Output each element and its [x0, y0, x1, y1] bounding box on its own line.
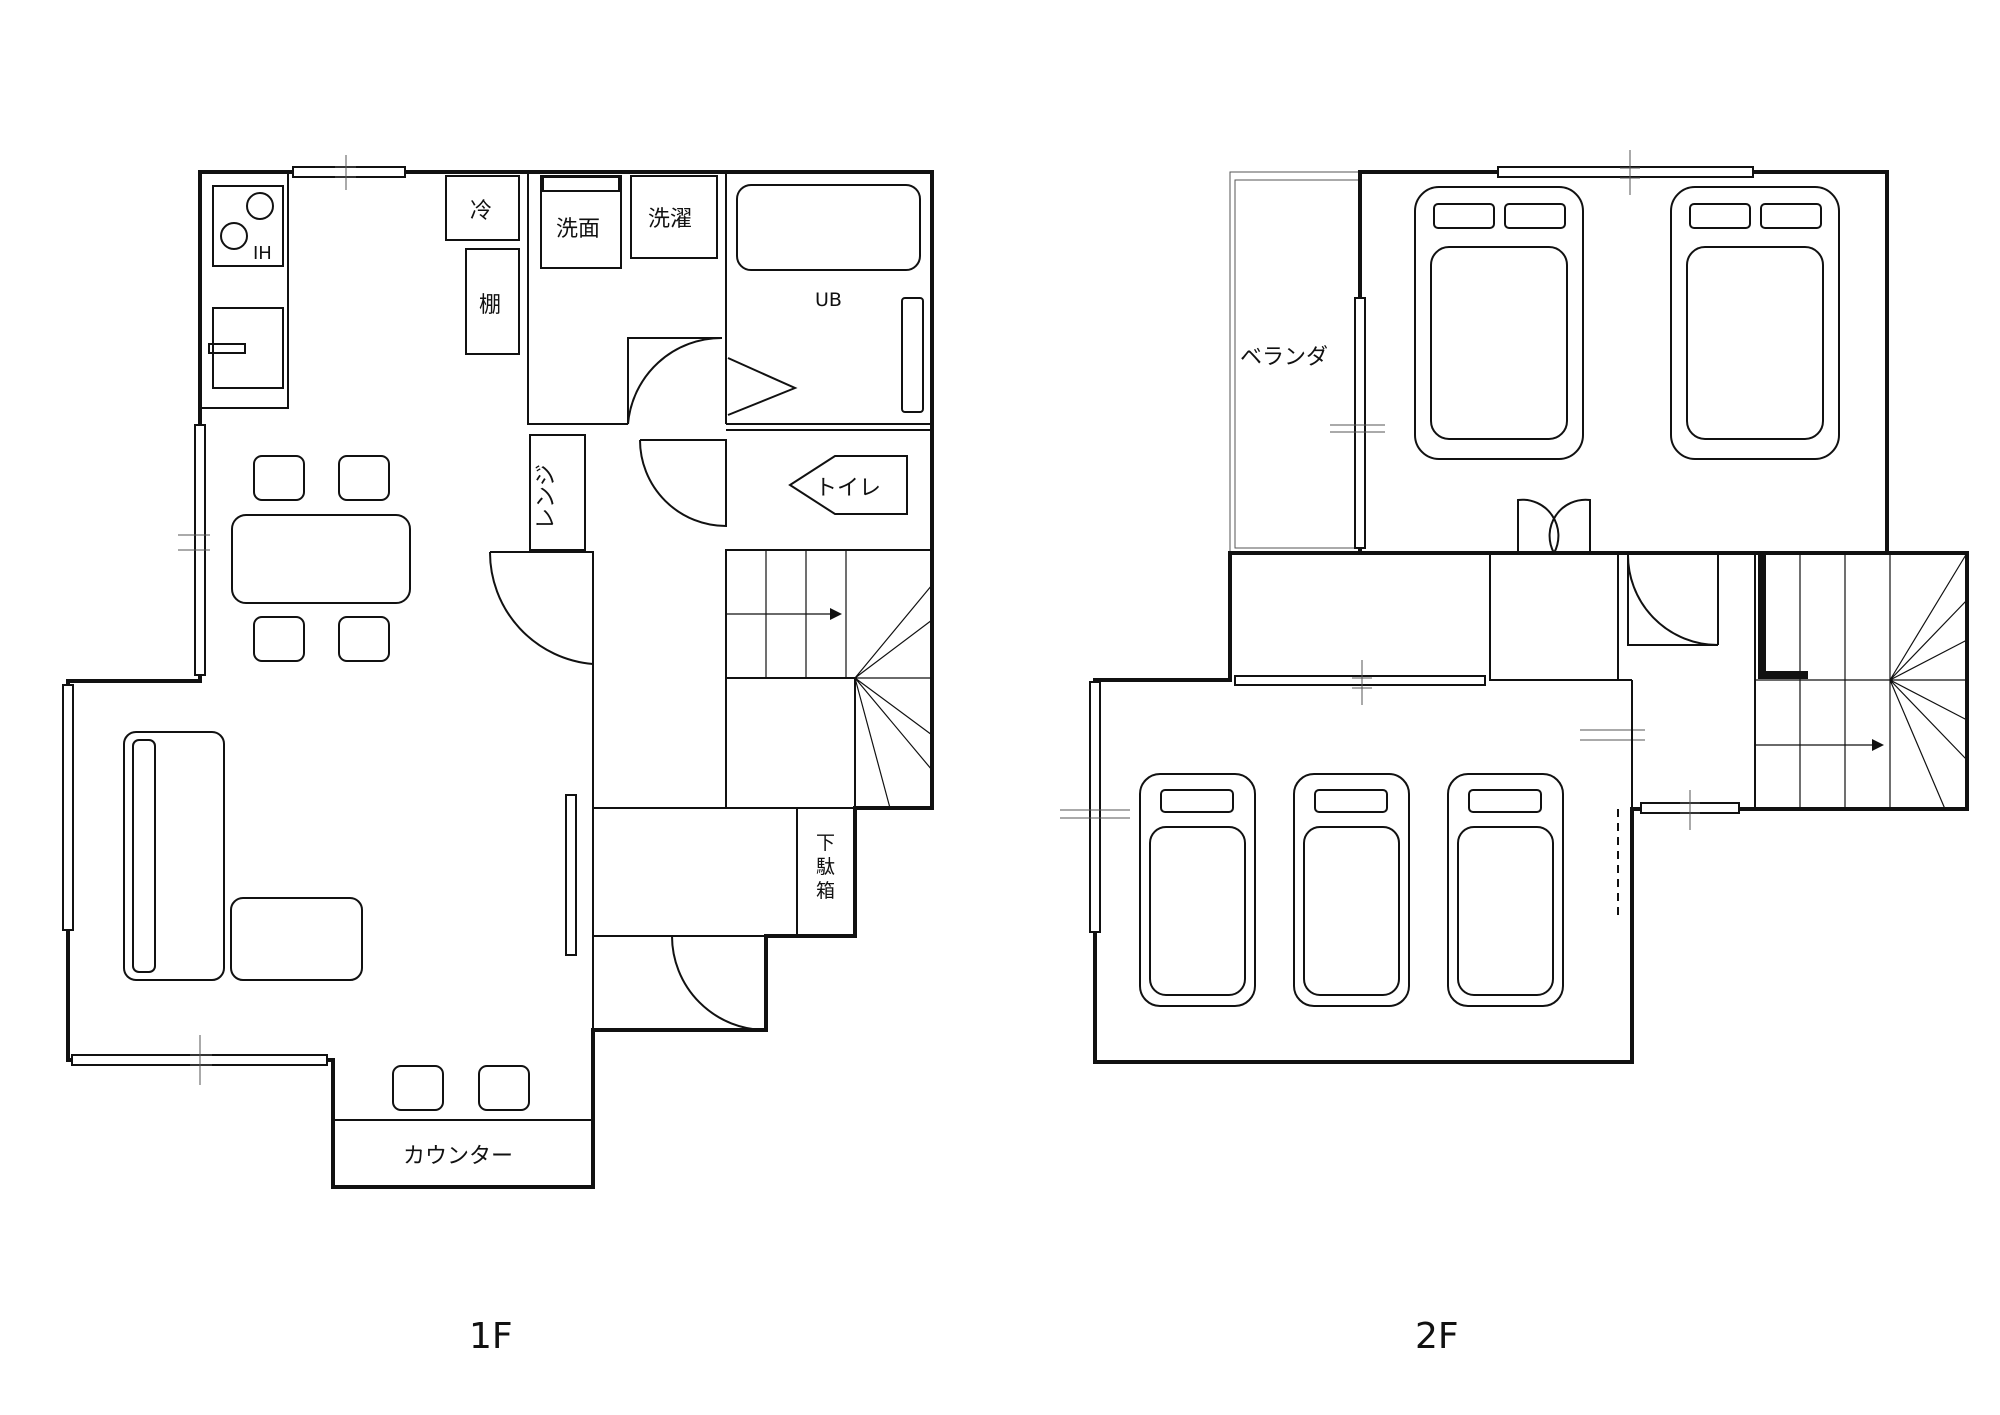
microwave-shelf [529, 434, 586, 551]
hall-wall [725, 550, 856, 808]
window-living-right [565, 794, 577, 956]
bedroom-door [1626, 552, 1719, 646]
pillow [1468, 789, 1542, 813]
closet-wall [1489, 553, 1619, 681]
shoe-cabinet-label: 下 駄 箱 [816, 832, 841, 902]
dining-chair [253, 616, 305, 662]
counter-stool [478, 1065, 530, 1111]
window-veranda-door [1354, 297, 1366, 549]
window-lower-left [1089, 681, 1101, 933]
washbasin-label: 洗面 [556, 217, 600, 242]
ih-burner-icon [220, 222, 248, 250]
ih-burner-icon [246, 192, 274, 220]
washroom-door [627, 336, 723, 425]
washbasin-mirror [542, 176, 620, 192]
toilet-label: トイレ [815, 476, 881, 501]
window-kitchen-top [292, 166, 406, 178]
dining-chair [338, 616, 390, 662]
fridge [445, 175, 520, 241]
washroom-wall [527, 172, 628, 425]
second-floor-label: 2F [1415, 1316, 1459, 1357]
bed-mattress [1430, 246, 1568, 440]
window-open-marks [1060, 150, 1700, 830]
dining-chair [253, 455, 305, 501]
dining-table [231, 514, 411, 604]
unit-bath-label: UB [815, 289, 842, 311]
first-floor-plan: IH 冷 棚 洗面 洗濯 UB トイレ レンジ [62, 155, 934, 1357]
pillow [1314, 789, 1388, 813]
shelf [465, 248, 520, 355]
second-floor-plan: ベランダ [1060, 150, 1969, 1357]
bed-mattress [1303, 826, 1400, 996]
pillow [1433, 203, 1495, 229]
bed-mattress [1149, 826, 1246, 996]
stair-landing-rail [1758, 553, 1808, 679]
counter-label: カウンター [403, 1144, 513, 1169]
sofa-ottoman [230, 897, 363, 981]
fridge-label: 冷 [470, 199, 492, 224]
bathtub [736, 184, 921, 271]
window-upper-bedroom-top [1497, 166, 1754, 178]
sink-faucet-icon [208, 343, 246, 354]
pillow [1160, 789, 1234, 813]
bed-mattress [1457, 826, 1554, 996]
ih-label: IH [253, 243, 272, 264]
veranda-label: ベランダ [1240, 345, 1328, 370]
window-lower-mid [1234, 675, 1486, 686]
stair-arrow-head [830, 608, 842, 620]
kitchen-counter [199, 171, 289, 409]
bed-mattress [1686, 246, 1824, 440]
stair-steps [1755, 552, 1968, 810]
toilet-shape [788, 455, 908, 515]
counter-stool [392, 1065, 444, 1111]
entrance-door [671, 935, 767, 1032]
pillow [1504, 203, 1566, 229]
pillow [1760, 203, 1822, 229]
pillow [1689, 203, 1751, 229]
microwave-label: レンジ [534, 464, 559, 530]
window-living-left [62, 684, 74, 931]
washing-machine [630, 175, 718, 259]
sofa-backrest [132, 739, 156, 973]
bath-door-icon [727, 357, 798, 416]
living-door [488, 551, 594, 666]
laundry-label: 洗濯 [648, 207, 692, 232]
first-floor-label: 1F [469, 1316, 513, 1357]
shoe-cabinet [796, 807, 856, 937]
kitchen-sink [212, 307, 284, 389]
closet-double-door [1517, 498, 1591, 554]
staircase [1754, 552, 1968, 810]
dining-chair [338, 455, 390, 501]
bath-counter [901, 297, 924, 413]
toilet-door [639, 439, 727, 528]
first-floor-outer-wall [66, 170, 934, 1189]
ih-cooktop [212, 185, 284, 267]
window-open-marks [178, 155, 356, 1085]
stair-arrow-head [1872, 739, 1884, 751]
shelf-label: 棚 [479, 293, 501, 318]
